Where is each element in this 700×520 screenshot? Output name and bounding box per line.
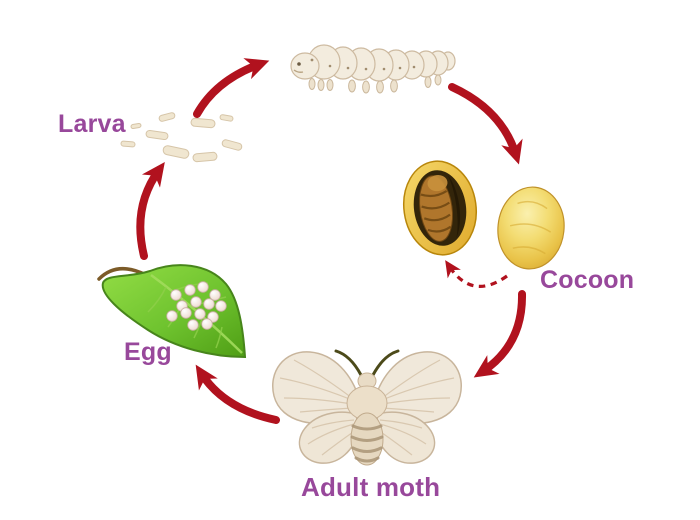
leaf-with-egg-cluster-illustration: [97, 264, 247, 359]
adult-moth-label: Adult moth: [301, 472, 441, 502]
young-larvae-illustration: [120, 112, 243, 163]
arrow-caterpillar-to-cocoon-icon: [448, 83, 523, 165]
silkworm-caterpillar-illustration: [290, 44, 456, 94]
arrow-cocoon-to-moth-icon: [473, 290, 527, 378]
silk-moth-illustration: [272, 349, 462, 466]
arrow-moth-to-egg-icon: [195, 364, 280, 424]
golden-cocoon-illustration: [497, 186, 565, 270]
caterpillar-eye-icon: [297, 62, 301, 66]
open-cocoon-with-pupa-illustration: [403, 160, 477, 256]
arrow-egg-to-larva-icon: [136, 161, 165, 260]
egg-cluster-icon: [166, 281, 227, 331]
cycle-arrows: [136, 58, 527, 424]
larva-label: Larva: [58, 110, 126, 138]
moth-antennae-icon: [334, 349, 400, 377]
cocoon-label: Cocoon: [540, 266, 635, 294]
arrow-larva-to-caterpillar-icon: [193, 58, 270, 118]
arrow-cocoon-to-pupa-dashed-icon: [445, 260, 508, 288]
egg-label: Egg: [124, 338, 172, 366]
